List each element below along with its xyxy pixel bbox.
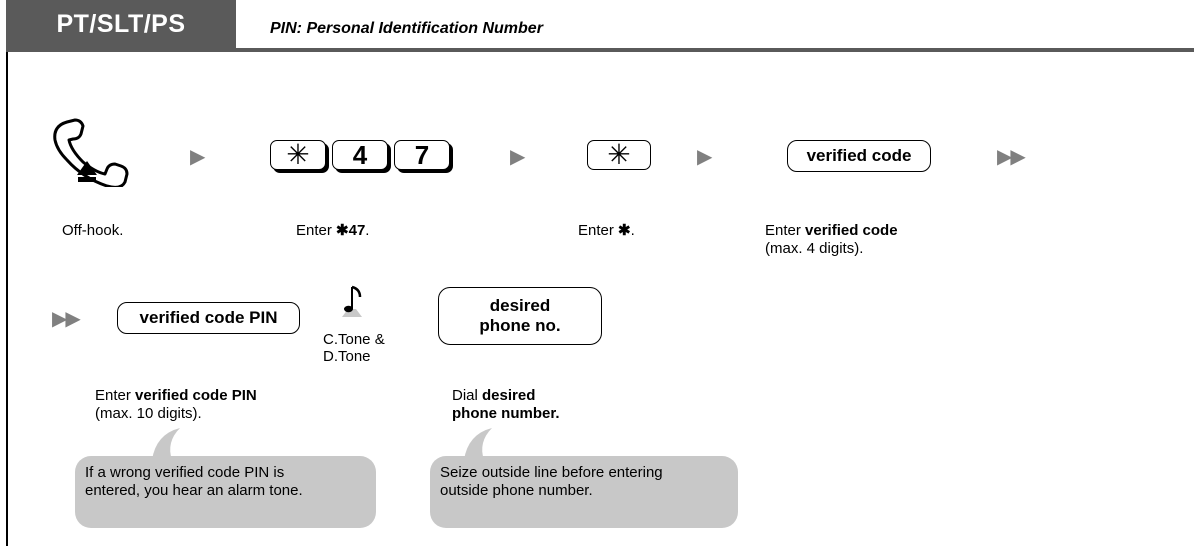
note-pointer [462,428,502,460]
digit-7-key: 7 [394,140,450,170]
note-pointer [150,428,190,460]
dial-caption: Dial desired phone number. [452,387,560,422]
enter-47-caption: Enter ✱47. [296,222,370,239]
verified-code-pin-key: verified code PIN [117,302,300,334]
double-arrow-icon: ▶▶ [997,146,1026,168]
music-note-icon [338,283,368,323]
star-icon: ✳ [286,139,310,170]
header-rule [6,48,1194,52]
star-key: ✳ [270,140,326,170]
star-icon: ✳ [607,139,631,170]
enter-star-caption: Enter ✱. [578,222,635,239]
double-arrow-icon: ▶▶ [52,308,81,330]
alarm-note: If a wrong verified code PIN is entered,… [75,456,376,528]
next-arrow-icon: ▶ [190,146,206,168]
offhook-caption: Off-hook. [62,222,124,239]
left-margin-rule [6,52,8,546]
star-key-single: ✳ [587,140,651,170]
desired-phone-key: desired phone no. [438,287,602,345]
verified-code-caption: Enter verified code (max. 4 digits). [765,222,898,257]
handset-offhook-icon [45,112,140,189]
verified-pin-caption: Enter verified code PIN (max. 10 digits)… [95,387,257,422]
next-arrow-icon: ▶ [697,146,713,168]
seize-line-note: Seize outside line before entering outsi… [430,456,738,528]
page-title: PIN: Personal Identification Number [270,20,543,37]
header-tab: PT/SLT/PS [6,0,236,48]
next-arrow-icon: ▶ [510,146,526,168]
tone-label: C.Tone & D.Tone [323,331,385,365]
verified-code-key: verified code [787,140,931,172]
digit-4-key: 4 [332,140,388,170]
